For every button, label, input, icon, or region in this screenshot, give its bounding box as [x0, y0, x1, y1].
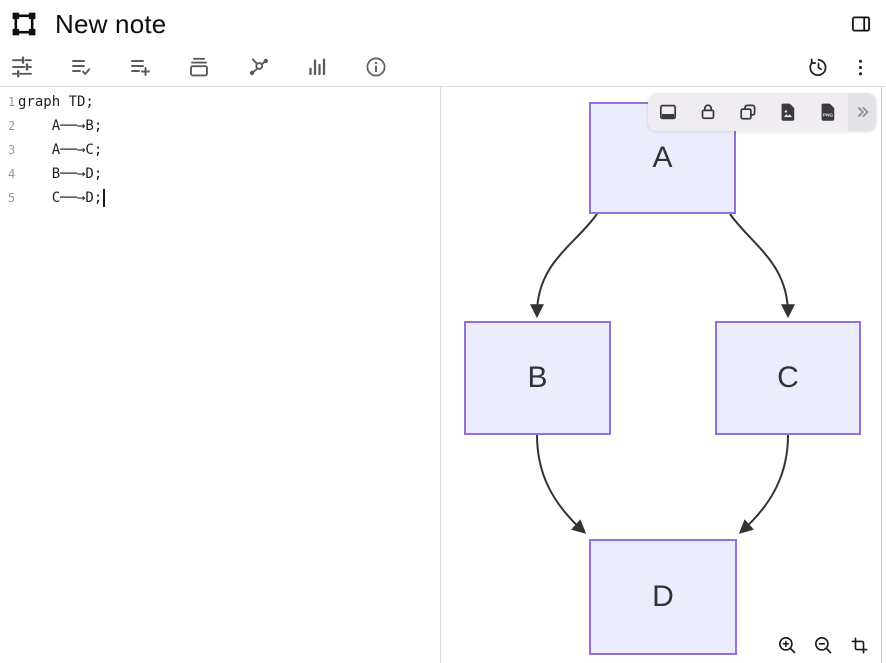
- line-number: 5: [8, 191, 16, 205]
- png-export-icon: PNG: [821, 103, 835, 121]
- bar-chart-icon: [309, 58, 326, 76]
- node-label: D: [652, 580, 674, 613]
- code-editor[interactable]: 1 graph TD; 2 A──→B; 3 A──→C; 4 B──→D; 5…: [0, 87, 441, 663]
- lock-button[interactable]: [688, 93, 728, 131]
- export-image-button[interactable]: [768, 93, 808, 131]
- export-png-button[interactable]: PNG: [808, 93, 848, 131]
- image-export-icon: [781, 103, 795, 121]
- info-icon: [366, 57, 386, 77]
- node-label: C: [777, 361, 799, 394]
- graph-button[interactable]: [246, 55, 270, 79]
- diagram-preview[interactable]: A B C D: [441, 87, 886, 663]
- crop-icon: [851, 636, 868, 654]
- diagram-edges: [530, 213, 795, 534]
- zoom-out-button[interactable]: [812, 633, 836, 657]
- line-number: 2: [8, 119, 16, 133]
- line-number: 1: [8, 95, 16, 109]
- lock-icon: [701, 104, 715, 120]
- sliders-icon: [12, 56, 32, 78]
- panel-bottom-button[interactable]: [648, 93, 688, 131]
- editor-line: 3 A──→C;: [0, 138, 440, 162]
- flowchart-node-C[interactable]: C: [715, 321, 861, 435]
- graph-nodes-icon: [249, 58, 268, 76]
- more-menu-button[interactable]: [849, 56, 872, 79]
- toolbar-expand-button[interactable]: [848, 93, 876, 131]
- text-cursor: [103, 189, 106, 207]
- copy-button[interactable]: [728, 93, 768, 131]
- line-number: 4: [8, 167, 16, 181]
- adjustments-button[interactable]: [10, 55, 34, 79]
- history-icon: [809, 58, 827, 76]
- svg-text:PNG: PNG: [823, 113, 833, 118]
- list-check-icon: [72, 60, 91, 75]
- editor-line: 1 graph TD;: [0, 90, 440, 114]
- edge-A-C: [729, 213, 795, 319]
- toolbar: [0, 48, 886, 86]
- chevrons-right-icon: [857, 106, 869, 118]
- node-label: B: [527, 361, 548, 394]
- code-text: graph TD;: [18, 94, 94, 110]
- info-button[interactable]: [364, 55, 388, 79]
- header: New note: [0, 0, 886, 87]
- main-area: 1 graph TD; 2 A──→B; 3 A──→C; 4 B──→D; 5…: [0, 87, 886, 663]
- list-check-button[interactable]: [69, 55, 93, 79]
- edge-A-B: [530, 213, 598, 319]
- editor-line: 5 C──→D;: [0, 186, 440, 210]
- code-text: B──→D;: [18, 166, 103, 182]
- flowchart-node-B[interactable]: B: [464, 321, 611, 435]
- code-text: A──→C;: [18, 142, 103, 158]
- page-title: New note: [55, 8, 167, 39]
- node-label: A: [652, 141, 673, 174]
- sidebar-right-toggle-button[interactable]: [850, 12, 874, 36]
- app-logo-frame-nodes-icon: [12, 12, 36, 36]
- list-add-button[interactable]: [128, 55, 152, 79]
- list-add-icon: [131, 60, 150, 76]
- flowchart-node-D[interactable]: D: [589, 539, 737, 655]
- scrollbar-track[interactable]: [881, 87, 882, 663]
- history-button[interactable]: [807, 56, 830, 79]
- title-row: New note: [0, 0, 886, 48]
- code-text: A──→B;: [18, 118, 103, 134]
- editor-line: 2 A──→B;: [0, 114, 440, 138]
- edge-B-D: [536, 434, 587, 534]
- crop-button[interactable]: [848, 633, 872, 657]
- editor-line: 4 B──→D;: [0, 162, 440, 186]
- zoom-controls: [776, 633, 872, 657]
- edge-C-D: [738, 434, 789, 534]
- archive-icon: [190, 57, 208, 77]
- zoom-out-icon: [815, 636, 832, 653]
- copy-icon: [740, 104, 756, 120]
- line-number: 3: [8, 143, 16, 157]
- archive-button[interactable]: [187, 55, 211, 79]
- zoom-in-icon: [779, 636, 796, 653]
- code-text: C──→D;: [18, 190, 103, 206]
- chart-button[interactable]: [305, 55, 329, 79]
- diagram-floating-toolbar: PNG: [648, 93, 876, 131]
- kebab-menu-icon: [858, 59, 863, 75]
- panel-bottom-icon: [659, 104, 677, 120]
- sidebar-right-icon: [852, 16, 870, 32]
- zoom-in-button[interactable]: [776, 633, 800, 657]
